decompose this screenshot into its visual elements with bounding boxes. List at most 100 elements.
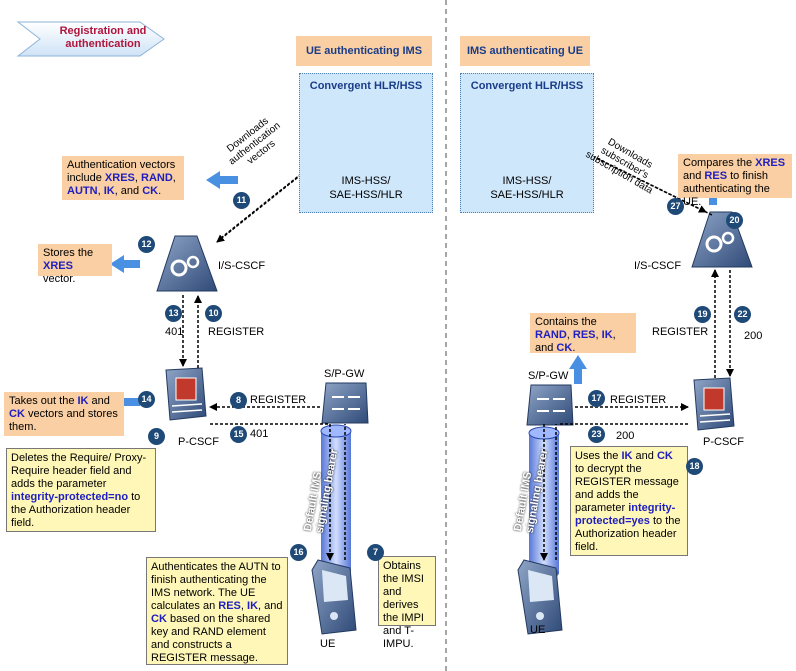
uses-note: Uses the IK and CK to decrypt the REGIST… xyxy=(570,446,688,556)
ue-label: UE xyxy=(530,624,546,636)
hss-line-1: IMS-HSS/ xyxy=(341,175,391,187)
register-label: REGISTER xyxy=(208,326,265,338)
ue-label: UE xyxy=(320,638,336,650)
note-text: to the Authorization header field. xyxy=(11,491,141,529)
note-keyword: XRES xyxy=(43,260,73,272)
note-text: Uses the xyxy=(575,450,622,462)
note-text: Contains the xyxy=(535,316,597,328)
pcscf-node-icon xyxy=(693,377,735,431)
note-keyword: IK xyxy=(601,329,613,341)
step-14: 14 xyxy=(138,391,155,408)
right-hss-box: Convergent HLR/HSS IMS-HSS/ SAE-HSS/HLR xyxy=(460,73,594,213)
obtains-note: Obtains the IMSI and derives the IMPI an… xyxy=(378,556,436,650)
step-20: 20 xyxy=(726,212,743,229)
label-200: 200 xyxy=(744,330,763,342)
ue-phone-icon xyxy=(517,559,563,635)
ue-phone-icon xyxy=(311,559,357,635)
blue-arrow-up-2 xyxy=(569,355,587,384)
step-11: 11 xyxy=(233,192,250,209)
label-200: 200 xyxy=(616,430,635,442)
icscf-label: I/S-CSCF xyxy=(634,260,682,272)
note-keyword: XRES xyxy=(755,157,786,169)
note-keyword: CK xyxy=(656,450,673,462)
note-text: and xyxy=(632,450,657,462)
step-15: 15 xyxy=(230,426,247,443)
label-401: 401 xyxy=(250,428,269,440)
note-keyword: IK xyxy=(77,395,89,407)
step-10: 10 xyxy=(205,305,222,322)
banner-line-2: authentication xyxy=(65,38,141,50)
register-label: REGISTER xyxy=(652,326,709,338)
note-text: , xyxy=(566,329,573,341)
note-text: to decrypt the REGISTER message and adds… xyxy=(575,463,679,514)
spgw-label: S/P-GW xyxy=(324,368,365,380)
banner-arrow-shape xyxy=(16,21,165,57)
note-text: vector. xyxy=(43,273,76,285)
banner-title: Registration and authentication xyxy=(48,25,158,51)
note-text: Stores the xyxy=(43,247,94,259)
step-7: 7 xyxy=(367,544,384,561)
note-text: . xyxy=(158,185,162,197)
note-keyword: AUTN xyxy=(67,185,98,197)
note-text: Takes out the xyxy=(9,395,78,407)
note-text: Compares the xyxy=(683,157,756,169)
hss-line-1: IMS-HSS/ xyxy=(502,175,552,187)
note-keyword: integrity-protected=yes xyxy=(575,502,676,527)
register-label: REGISTER xyxy=(250,394,307,406)
step-17: 17 xyxy=(588,390,605,407)
note-text: Deletes the Require/ Proxy-Require heade… xyxy=(11,452,147,490)
note-keyword: RES xyxy=(704,170,728,182)
authenticates-note: Authenticates the AUTN to finish authent… xyxy=(146,557,288,665)
step-9: 9 xyxy=(148,428,165,445)
step-18: 18 xyxy=(686,458,703,475)
auth-vectors-note: Authentication vectors include XRES, RAN… xyxy=(62,156,184,200)
step-8: 8 xyxy=(230,392,247,409)
step-13: 13 xyxy=(165,305,182,322)
step-22: 22 xyxy=(734,306,751,323)
note-text: and xyxy=(683,170,705,182)
note-keyword: IK xyxy=(247,600,259,612)
hss-title: Convergent HLR/HSS xyxy=(470,80,584,92)
note-text: and xyxy=(88,395,110,407)
download-arrow-down xyxy=(216,133,353,243)
register-label: REGISTER xyxy=(610,394,667,406)
step-16: 16 xyxy=(290,544,307,561)
note-text: , xyxy=(97,185,104,197)
icscf-node-icon xyxy=(691,211,753,268)
note-text: , and xyxy=(258,600,283,612)
note-text: vectors and stores them. xyxy=(9,408,118,433)
takes-out-note: Takes out the IK and CK vectors and stor… xyxy=(4,392,124,436)
stores-note: Stores the XRES vector. xyxy=(38,244,112,285)
step-23: 23 xyxy=(588,426,605,443)
hss-line-2: SAE-HSS/HLR xyxy=(490,189,564,201)
step-19: 19 xyxy=(694,306,711,323)
note-keyword: integrity-protected=no xyxy=(11,491,129,503)
banner-line-1: Registration and xyxy=(59,25,147,37)
note-keyword: CK xyxy=(151,613,167,625)
note-text: Authenticates the AUTN to finish authent… xyxy=(151,561,281,612)
spgw-node-icon xyxy=(321,382,369,424)
left-section-header: UE authenticating IMS xyxy=(296,36,432,66)
note-keyword: RAND xyxy=(535,329,567,341)
note-text: based on the shared key and RAND element… xyxy=(151,613,271,664)
blue-arrow-1 xyxy=(206,171,238,189)
icscf-node-icon xyxy=(156,235,218,292)
spgw-node-icon xyxy=(526,384,574,426)
icscf-label: I/S-CSCF xyxy=(218,260,266,272)
note-keyword: CK xyxy=(9,408,25,420)
note-text: , xyxy=(134,172,142,184)
compares-note: Compares the XRES and RES to finish auth… xyxy=(678,154,792,208)
pcscf-label: P-CSCF xyxy=(178,436,219,448)
note-keyword: RAND xyxy=(141,172,173,184)
pcscf-label: P-CSCF xyxy=(703,436,744,448)
note-text: to finish authenticating the UE. xyxy=(683,170,770,208)
contains-note: Contains the RAND, RES, IK, and CK. xyxy=(530,313,636,354)
note-keyword: XRES xyxy=(104,172,135,184)
note-keyword: RES xyxy=(218,600,241,612)
hss-title: Convergent HLR/HSS xyxy=(309,80,423,92)
pcscf-node-icon xyxy=(165,367,207,421)
note-text: , and xyxy=(535,329,616,354)
label-401: 401 xyxy=(165,326,184,338)
step-12: 12 xyxy=(138,236,155,253)
note-text: Authentication vectors include xyxy=(67,159,176,184)
